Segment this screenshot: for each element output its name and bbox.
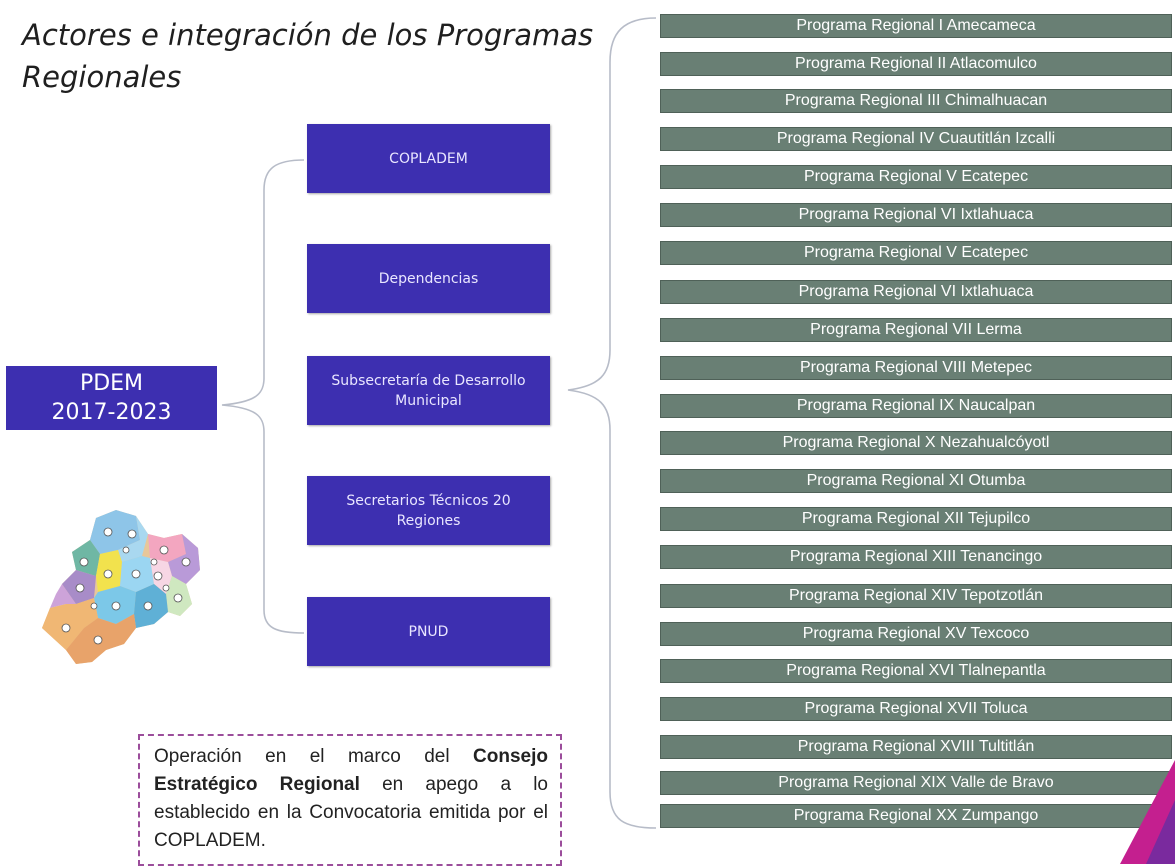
- program-item: Programa Regional XVI Tlalnepantla: [660, 659, 1172, 683]
- program-item: Programa Regional XX Zumpango: [660, 804, 1172, 828]
- actor-copladem: COPLADEM: [307, 124, 550, 193]
- actor-secretarios-tecnicos: Secretarios Técnicos 20 Regiones: [307, 476, 550, 545]
- pdem-box: PDEM 2017-2023: [6, 366, 217, 430]
- actor-label: Dependencias: [378, 270, 479, 287]
- program-item: Programa Regional II Atlacomulco: [660, 52, 1172, 76]
- note-bold-term: Consejo Estratégico Regional: [154, 746, 548, 795]
- actor-label: Subsecretaría de Desarrollo Municipal: [331, 372, 526, 409]
- actor-label: COPLADEM: [389, 150, 468, 167]
- pdem-years: 2017-2023: [51, 400, 172, 425]
- actor-label: PNUD: [408, 623, 449, 640]
- note-box: Operación en el marco del Consejo Estrat…: [138, 734, 562, 866]
- program-item: Programa Regional V Ecatepec: [660, 165, 1172, 189]
- program-item: Programa Regional V Ecatepec: [660, 241, 1172, 265]
- program-item: Programa Regional XIX Valle de Bravo: [660, 771, 1172, 795]
- program-item: Programa Regional XVII Toluca: [660, 697, 1172, 721]
- actor-subsecretaria: Subsecretaría de Desarrollo Municipal: [307, 356, 550, 425]
- program-item: Programa Regional XII Tejupilco: [660, 507, 1172, 531]
- program-item: Programa Regional XI Otumba: [660, 469, 1172, 493]
- pdem-label: PDEM: [79, 371, 144, 396]
- program-item: Programa Regional IX Naucalpan: [660, 394, 1172, 418]
- note-text-start: Operación en el marco del: [154, 746, 474, 767]
- program-item: Programa Regional X Nezahualcóyotl: [660, 431, 1172, 455]
- program-item: Programa Regional VIII Metepec: [660, 356, 1172, 380]
- program-item: Programa Regional XVIII Tultitlán: [660, 735, 1172, 759]
- program-item: Programa Regional VI Ixtlahuaca: [660, 203, 1172, 227]
- actor-label: Secretarios Técnicos 20 Regiones: [346, 492, 511, 529]
- program-item: Programa Regional I Amecameca: [660, 14, 1172, 38]
- actor-pnud: PNUD: [307, 597, 550, 666]
- program-item: Programa Regional XIII Tenancingo: [660, 545, 1172, 569]
- decorative-corner-shape: [1120, 760, 1175, 864]
- actor-dependencias: Dependencias: [307, 244, 550, 313]
- note-text-end: en apego a lo establecido en la Convocat…: [154, 774, 548, 851]
- program-item: Programa Regional IV Cuautitlán Izcalli: [660, 127, 1172, 151]
- program-item: Programa Regional XV Texcoco: [660, 622, 1172, 646]
- diagram-title: Actores e integración de los Programas R…: [22, 18, 594, 94]
- pdem-bracket: [221, 159, 305, 634]
- program-item: Programa Regional VI Ixtlahuaca: [660, 280, 1172, 304]
- program-item: Programa Regional III Chimalhuacan: [660, 89, 1172, 113]
- regions-map-image: [42, 510, 200, 664]
- programs-bracket: [567, 17, 657, 829]
- program-item: Programa Regional VII Lerma: [660, 318, 1172, 342]
- program-item: Programa Regional XIV Tepotzotlán: [660, 584, 1172, 608]
